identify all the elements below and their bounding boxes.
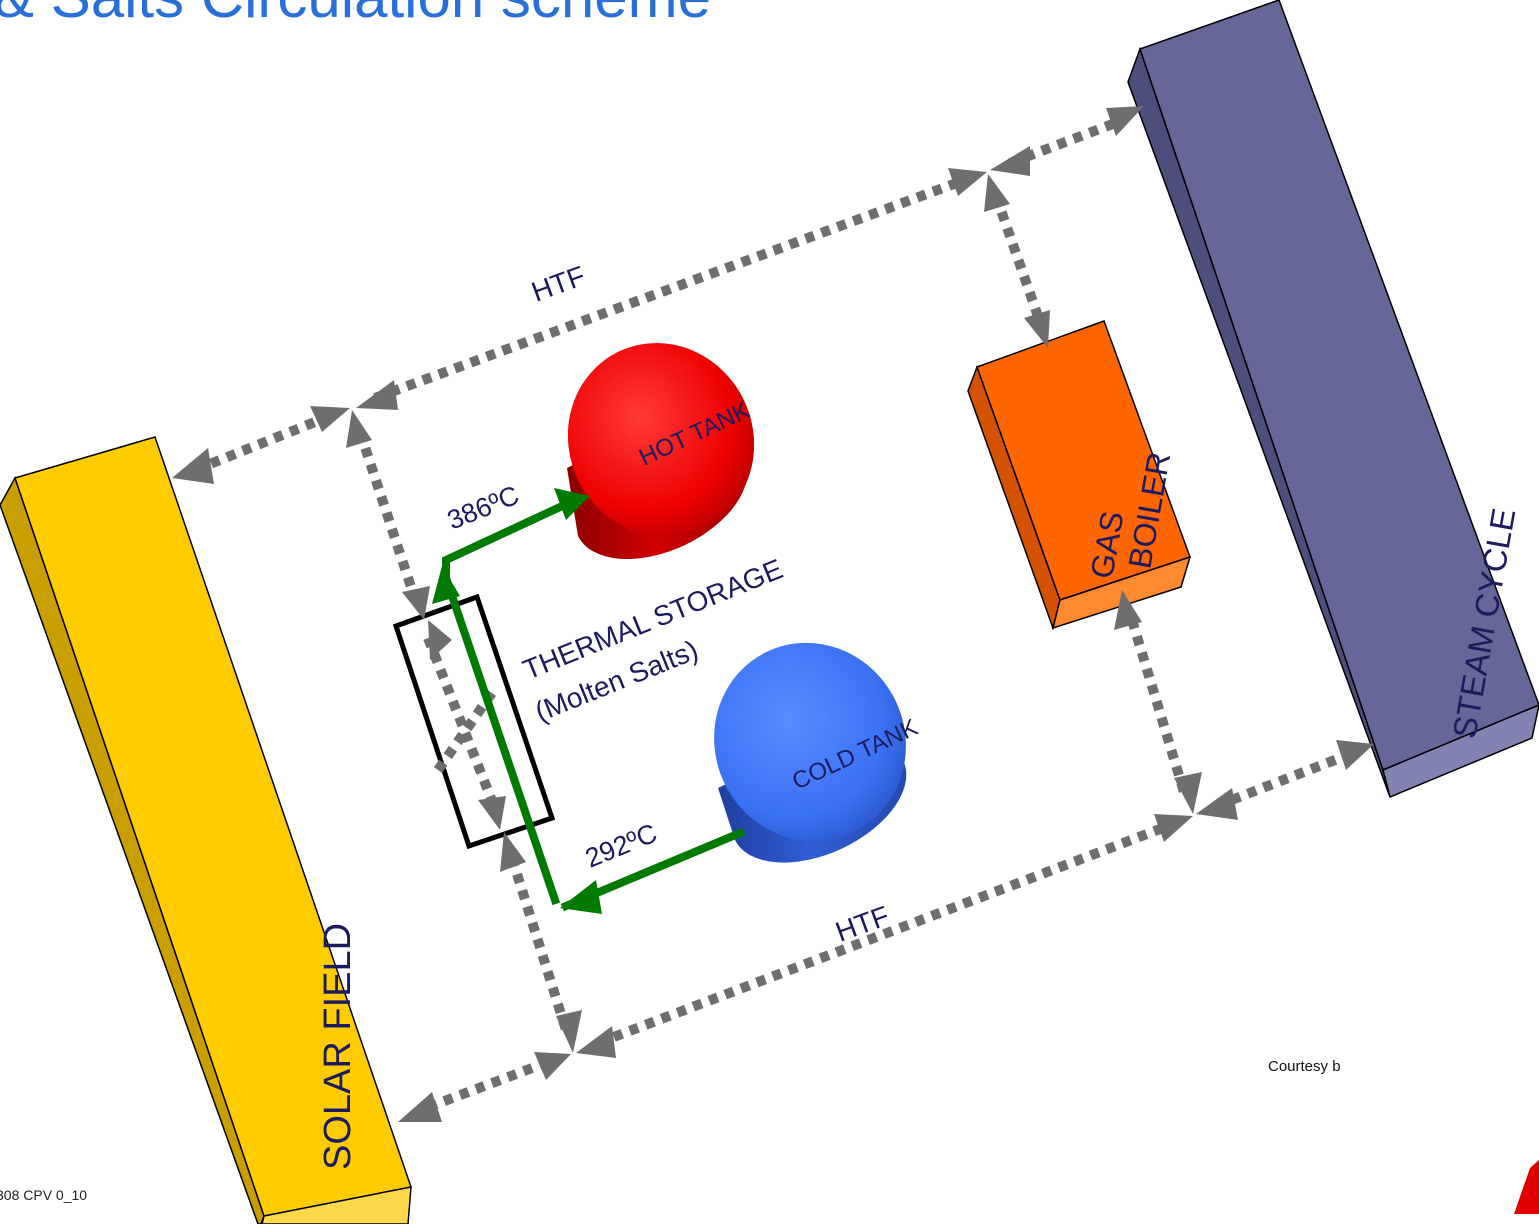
arrowhead-node-c-right — [576, 1026, 616, 1058]
salt-flow-arrowheads — [432, 488, 602, 914]
company-logo — [1514, 1160, 1539, 1214]
arrowhead-solar-top — [172, 448, 214, 484]
salt-flow-to-hot-tank — [442, 501, 566, 906]
solar-field-block — [0, 436, 412, 1224]
arrowhead-boiler-top — [1024, 310, 1050, 348]
solar-field-label: SOLAR FIELD — [317, 923, 359, 1170]
htf-line-c-solar — [424, 1057, 550, 1113]
arrowhead-exchanger-low — [500, 832, 526, 872]
cold-tank — [714, 642, 907, 863]
htf-line-upper — [373, 176, 964, 403]
arrowhead-node-d-left — [1154, 814, 1193, 842]
htf-line-d-steam — [1214, 753, 1342, 811]
arrowhead-node-c-left — [534, 1052, 571, 1080]
arrowhead-boiler-bottom — [1114, 590, 1142, 630]
htf-line-cross-1 — [423, 636, 499, 808]
courtesy-note: Courtesy b — [1268, 1058, 1341, 1075]
hot-tank — [567, 343, 755, 560]
arrowhead-exchanger-bottom — [478, 796, 506, 830]
arrowhead-hot-tank-inlet — [554, 488, 590, 520]
cold-temperature-label: 292ºC — [581, 818, 661, 874]
htf-arrowheads — [172, 106, 1374, 1122]
heat-exchanger-outline — [392, 593, 556, 850]
htf-label-bottom: HTF — [831, 900, 893, 948]
htf-label-top: HTF — [527, 260, 589, 308]
arrowhead-node-a-right — [356, 380, 398, 410]
arrowhead-exchanger-top — [402, 586, 430, 620]
arrowhead-node-a-left — [310, 406, 350, 432]
steam-cycle-block — [1127, 0, 1539, 799]
arrowhead-steam-top — [1106, 106, 1144, 136]
htf-line-a-solar — [198, 411, 332, 473]
arrowhead-steam-bottom — [1336, 740, 1374, 770]
salt-flow-from-cold-tank — [586, 827, 746, 901]
arrowhead-cold-outlet — [560, 880, 602, 914]
arrowhead-node-a-down — [346, 410, 372, 448]
arrowhead-node-d-right — [1196, 788, 1238, 820]
arrowhead-node-b-left — [948, 168, 987, 196]
arrowhead-node-b-down — [984, 174, 1010, 212]
arrowhead-node-c-up — [556, 1010, 582, 1053]
htf-network — [198, 117, 1342, 1113]
arrowhead-exchanger-inlet — [432, 566, 460, 604]
footer-code: 308 CPV 0_10 — [0, 1187, 88, 1203]
arrowhead-node-d-up — [1174, 772, 1202, 814]
arrowhead-node-b-right — [990, 146, 1030, 176]
htf-line-exchanger-c — [507, 856, 571, 1032]
htf-line-boiler-d — [1127, 618, 1189, 794]
arrowhead-exchanger-mid — [428, 620, 452, 660]
arrowhead-solar-bottom — [398, 1092, 442, 1122]
htf-line-a-exchanger — [355, 430, 419, 598]
htf-line-b-boiler — [991, 194, 1045, 324]
page-title: & Salts Circulation scheme — [0, 0, 711, 31]
